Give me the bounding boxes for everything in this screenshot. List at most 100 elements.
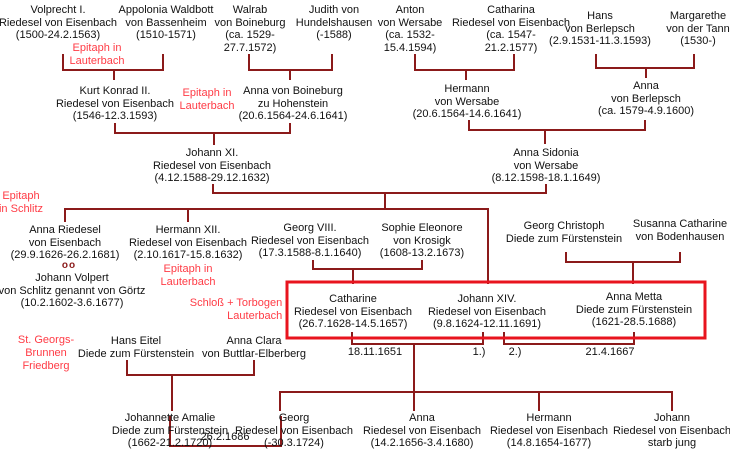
note-epitaph1-line: Epitaph in (72, 42, 122, 54)
person-anton-line: (ca. 1532- (385, 29, 435, 41)
person-georg-line: Georg (278, 412, 310, 424)
marriage-date-d1686: 26.2.1686 (200, 431, 250, 443)
person-hermann-wersabe-line: Hermann (444, 83, 490, 95)
person-anna-sidonia-line: von Wersabe (513, 159, 579, 172)
person-johann-child-line: Riedesel von Eisenbach (612, 424, 730, 437)
person-susanna-line: von Bodenhausen (635, 230, 725, 243)
person-johann-xi-line: Riedesel von Eisenbach (152, 159, 272, 172)
person-anna-sidonia-line: (8.12.1598-18.1.1649) (491, 172, 601, 184)
person-sophie-line: (1608-13.2.1673) (379, 247, 465, 259)
person-anna-metta-line: Anna Metta (605, 291, 663, 303)
marriage-date-second: 2.) (508, 346, 522, 358)
person-anna-boineburg-line: Anna von Boineburg (243, 85, 343, 97)
person-hans-line: Hans (587, 10, 613, 22)
person-johann-xiv-line: Riedesel von Eisenbach (427, 305, 547, 318)
person-johannette-line: Johannette Amalie (124, 412, 216, 424)
marriage-date-d1667: 21.4.1667 (585, 346, 635, 358)
person-hermann-xii-line: (2.10.1617-15.8.1632) (133, 249, 243, 261)
person-georg-viii-line: Georg VIII. (283, 222, 337, 234)
person-johann-volpert-line: (10.2.1602-3.6.1677) (20, 297, 124, 309)
person-margarethe-line: Margarethe (669, 10, 727, 22)
person-georg-viii-line: (17.3.1588-8.1.1640) (258, 247, 362, 259)
person-hermann-child-line: Hermann (526, 412, 572, 424)
note-schloss-line: Schloß + Torbogen (189, 297, 283, 309)
person-judith-line: Judith von (308, 4, 360, 16)
person-volprecht: Volprecht I.Riedesel von Eisenbach(1500-… (0, 4, 117, 42)
person-kurt-line: Kurt Konrad II. (79, 85, 151, 97)
person-catharine-line: Catharine (329, 293, 377, 305)
person-johann-xi: Johann XI.Riedesel von Eisenbach(4.12.15… (153, 147, 271, 185)
person-appolonia-line: von Bassenheim (125, 16, 207, 29)
person-johann-volpert-line: Johann Volpert (35, 272, 109, 284)
note-epitaph2-line: Lauterbach (179, 100, 235, 112)
person-kurt-line: (1546-12.3.1593) (72, 110, 158, 122)
person-anna-child-line: Riedesel von Eisenbach (362, 424, 482, 437)
person-georg-christoph-line: Diede zum Fürstenstein (505, 232, 623, 245)
person-anna-clara-line: Anna Clara (226, 335, 282, 347)
person-anna-sidonia-line: Anna Sidonia (513, 147, 579, 159)
person-hermann-wersabe-line: (20.6.1564-14.6.1641) (412, 108, 522, 120)
person-georg-viii: Georg VIII.Riedesel von Eisenbach(17.3.1… (251, 222, 369, 260)
person-susanna-line: Susanna Catharine (632, 218, 728, 230)
person-appolonia-line: (1510-1571) (136, 29, 196, 41)
person-catharina-line: Riedesel von Eisenbach (451, 16, 571, 29)
person-anna-child-line: Anna (409, 412, 435, 424)
person-appolonia-line: Appolonia Waldbott (118, 4, 214, 16)
person-johann-child-line: Johann (653, 412, 691, 424)
person-anna-metta-line: Diede zum Fürstenstein (575, 303, 693, 316)
person-hermann-xii: Hermann XII.Riedesel von Eisenbach(2.10.… (129, 224, 247, 262)
person-hermann-wersabe-line: von Wersabe (434, 95, 500, 108)
person-catharina-line: 21.2.1577) (484, 41, 538, 54)
person-anna-riedesel-line: (29.9.1626-26.2.1681) (10, 249, 120, 261)
person-anna-child-line: (14.2.1656-3.4.1680) (370, 437, 474, 449)
note-epitaph1-line: Lauterbach (69, 55, 125, 67)
person-catharina-line: Catharina (487, 4, 535, 16)
person-catharine-line: Riedesel von Eisenbach (293, 305, 413, 318)
person-hans-eitel-line: Hans Eitel (110, 335, 162, 347)
person-anna-boineburg-line: zu Hohenstein (257, 97, 329, 110)
note-friedberg-line: St. Georgs- (17, 334, 75, 346)
person-anton-line: von Wersabe (377, 16, 443, 29)
note-epitaph-schlitz-line: in Schlitz (0, 203, 44, 215)
person-johann-xi-line: Johann XI. (185, 147, 239, 159)
person-catharina-line: (ca. 1547- (486, 29, 536, 41)
person-walrab-line: (ca. 1529- (225, 29, 275, 41)
note-epitaph3-line: Epitaph in (163, 263, 213, 275)
person-anna-riedesel-line: von Eisenbach (28, 236, 102, 249)
note-epitaph3-line: Lauterbach (160, 276, 216, 288)
person-judith-line: Hundelshausen (295, 16, 373, 29)
person-anna-berlepsch-line: von Berlepsch (611, 92, 681, 105)
person-sophie-line: Sophie Eleonore (381, 222, 463, 234)
person-georg-line: Riedesel von Eisenbach (234, 424, 354, 437)
note-epitaph2-line: Epitaph in (182, 87, 232, 99)
note-friedberg-line: Friedberg (22, 360, 70, 372)
person-volprecht-line: Volprecht I. (30, 4, 86, 16)
marriage-symbol: oo (61, 260, 77, 271)
person-judith-line: (-1588) (316, 29, 352, 41)
highlight-box (285, 280, 707, 340)
person-hermann-child-line: (14.8.1654-1677) (506, 437, 592, 449)
